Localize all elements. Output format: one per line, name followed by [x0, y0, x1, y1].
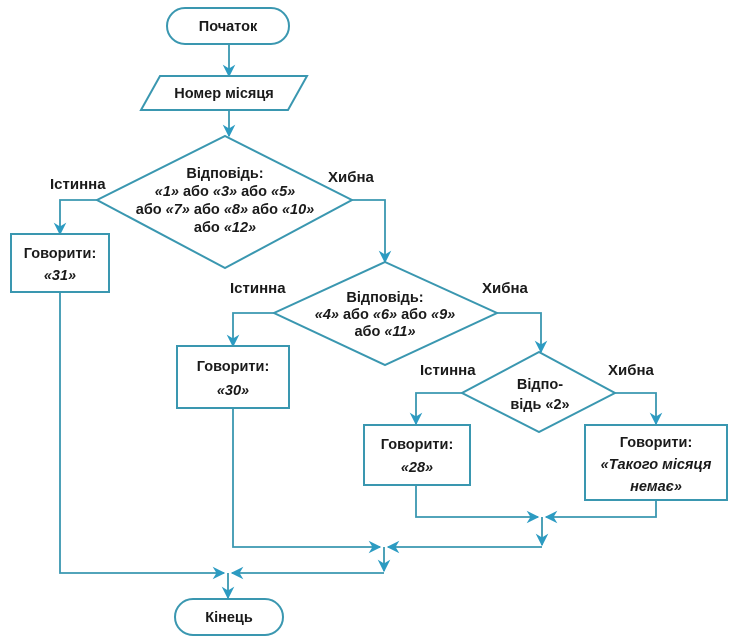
decision2-line-0-segment: Відповідь:	[346, 290, 423, 306]
output-no-such-month-box: Говорити: «Такого місяця немає»	[584, 424, 728, 501]
decision1-line-1-segment: «1»	[155, 184, 179, 200]
decision1-line-1-segment: «5»	[271, 184, 295, 200]
decision3-line-0-segment: Відпо-	[517, 377, 563, 393]
decision1-false-label: Хибна	[328, 169, 375, 186]
connector-decision2-false	[497, 312, 548, 354]
output30-box: Говорити: «30»	[176, 345, 290, 409]
connectors	[53, 44, 663, 600]
decision1-line-3-segment: «12»	[224, 220, 256, 236]
output31-value: «31»	[44, 268, 76, 284]
output28-box: Говорити: «28»	[363, 424, 471, 486]
input-parallelogram: Номер місяця	[139, 75, 309, 111]
decision1-line-3-segment: або	[194, 220, 224, 236]
decision2-line-2-segment: «11»	[384, 324, 415, 340]
decision1-text: Відповідь:«1» або «3» або «5»або «7» або…	[136, 166, 314, 236]
output30-value: «30»	[217, 383, 249, 399]
connector-output30-merge	[232, 408, 382, 554]
decision2-text: Відповідь:«4» або «6» або «9»або «11»	[315, 290, 455, 340]
decision1-line-2-segment: або	[190, 202, 224, 218]
decision1-line-2-segment: «10»	[282, 202, 314, 218]
output30-title: Говорити:	[197, 359, 270, 375]
input-label: Номер місяця	[174, 86, 273, 102]
connector-decision3-false	[615, 392, 663, 426]
decision1-line-2-segment: «7»	[166, 202, 190, 218]
output28-title: Говорити:	[381, 437, 454, 453]
decision1-line-1-segment: або	[237, 184, 271, 200]
output28-value: «28»	[401, 460, 433, 476]
decision2-line-1-segment: «9»	[431, 307, 455, 323]
decision3-text: Відпо-відь «2»	[510, 377, 569, 413]
decision1-diamond: Відповідь:«1» або «3» або «5»або «7» або…	[94, 134, 355, 270]
decision3-true-label: Істинна	[420, 362, 476, 379]
connector-decision2-true	[226, 312, 274, 348]
decision2-line-1-segment: або	[397, 307, 431, 323]
decision1-line-2-segment: або	[136, 202, 166, 218]
start-label: Початок	[199, 19, 258, 35]
decision1-line-2-segment: або	[248, 202, 282, 218]
decision2-false-label: Хибна	[482, 280, 529, 297]
end-terminator: Кінець	[174, 598, 284, 636]
decision2-line-1-segment: «6»	[373, 307, 397, 323]
decision3-line-1-segment: відь «2»	[510, 397, 569, 413]
decision1-true-label: Істинна	[50, 176, 106, 193]
decision3-false-label: Хибна	[608, 362, 655, 379]
decision2-true-label: Істинна	[230, 280, 286, 297]
decision1-line-1-segment: або	[179, 184, 213, 200]
connector-outputnone-merge	[544, 500, 657, 524]
decision1-line-0-segment: Відповідь:	[186, 166, 263, 182]
connector-decision1-true	[53, 199, 97, 236]
connector-output28-merge	[415, 484, 540, 524]
connector-decision1-false	[352, 199, 392, 264]
decision3-diamond: Відпо-відь «2»	[459, 350, 618, 434]
output-none-value-line2: немає»	[630, 479, 682, 495]
connector-output31-merge	[59, 292, 226, 580]
output-none-value-line1: «Такого місяця	[601, 457, 712, 473]
output31-box: Говорити: «31»	[10, 233, 110, 293]
decision2-diamond: Відповідь:«4» або «6» або «9»або «11»	[271, 260, 500, 367]
output31-title: Говорити:	[24, 246, 97, 262]
decision2-line-1-segment: «4»	[315, 307, 339, 323]
decision2-line-2-segment: або	[354, 324, 384, 340]
decision1-line-2-segment: «8»	[224, 202, 248, 218]
end-label: Кінець	[205, 610, 253, 626]
start-terminator: Початок	[166, 7, 290, 45]
decision2-line-1-segment: або	[339, 307, 373, 323]
decision1-line-1-segment: «3»	[213, 184, 237, 200]
output-none-title: Говорити:	[620, 435, 693, 451]
connector-decision3-true	[409, 392, 462, 426]
